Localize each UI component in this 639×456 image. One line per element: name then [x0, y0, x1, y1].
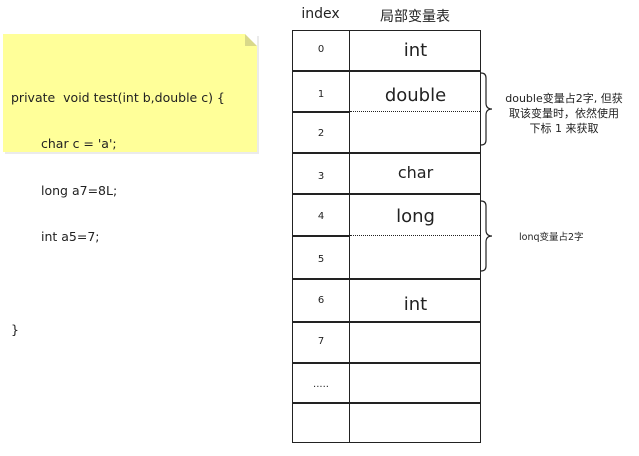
row-divider	[293, 321, 480, 323]
long-slot-brace-icon	[480, 200, 493, 272]
slot-type-int: int	[403, 294, 428, 315]
code-line-close: }	[11, 322, 19, 337]
slot-index: 6	[317, 295, 325, 306]
row-divider	[293, 402, 480, 404]
slot-index: 1	[317, 89, 325, 100]
code-line-blank	[11, 276, 249, 292]
row-divider	[293, 152, 480, 154]
code-line-char: char c = 'a';	[41, 136, 117, 151]
row-divider	[293, 111, 350, 113]
column-divider	[348, 31, 350, 442]
slot-index-ellipsis: .....	[313, 379, 329, 390]
code-line-signature: private void test(int b,double c) {	[11, 89, 225, 105]
slot-index: 4	[317, 211, 325, 222]
slot-type-double: double	[384, 85, 447, 106]
annotation-line: double变量占2字, 但获	[505, 92, 623, 105]
row-divider	[293, 70, 480, 72]
slot-split-dotted-line	[350, 235, 480, 236]
row-divider	[293, 278, 480, 280]
code-line-long: long a7=8L;	[41, 182, 118, 198]
index-column-header: index	[301, 6, 340, 22]
annotation-line: 取该变量时，依然使用	[509, 107, 619, 120]
code-note: private void test(int b,double c) { char…	[3, 34, 257, 337]
double-slot-annotation: double变量占2字, 但获 取该变量时，依然使用 下标 1 来获取	[494, 91, 634, 136]
slot-index: 3	[317, 171, 325, 182]
slot-split-dotted-line	[350, 111, 480, 112]
row-divider	[293, 235, 350, 237]
slot-index: 0	[317, 44, 325, 55]
row-divider	[293, 362, 480, 364]
slot-type-long: long	[396, 206, 435, 227]
local-variable-table: 0 1 2 3 4 5 6 7 ..... int double char lo…	[292, 30, 481, 443]
code-line-int: int a5=7;	[41, 229, 100, 244]
double-slot-brace-icon	[480, 72, 493, 146]
slot-index: 2	[317, 128, 325, 139]
slot-type-char: char	[397, 163, 434, 182]
slot-index: 5	[317, 254, 325, 265]
note-fold-corner	[245, 34, 257, 46]
local-variable-table-header: 局部变量表	[380, 9, 450, 25]
annotation-line: 下标 1 来获取	[529, 122, 599, 135]
slot-type-int: int	[403, 40, 428, 61]
long-slot-annotation: lonq变量占2字	[519, 232, 584, 243]
row-divider	[293, 193, 480, 195]
slot-index: 7	[317, 336, 325, 347]
